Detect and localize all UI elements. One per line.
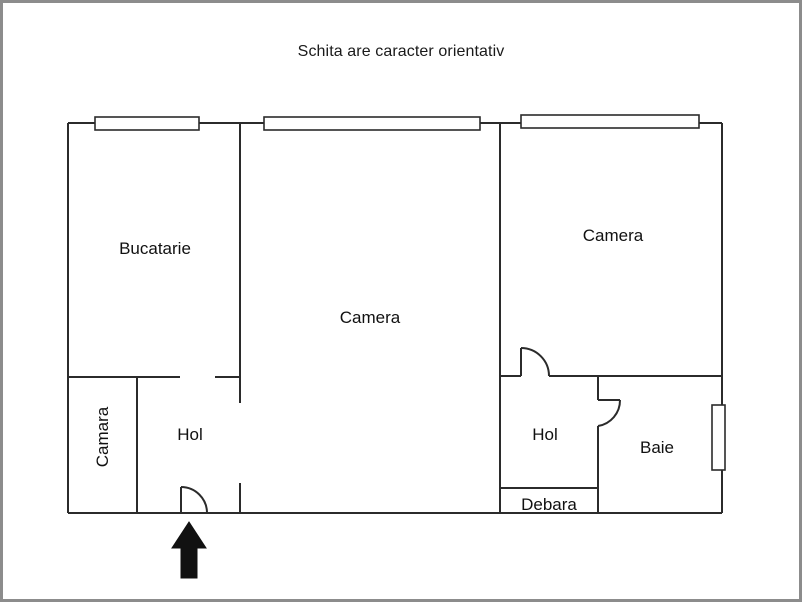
door-entrance-arc [180,486,208,514]
room-label-hol-dreapta: Hol [532,425,558,444]
entrance-arrow-glyph [171,521,207,579]
room-label-bucatarie: Bucatarie [119,239,191,258]
window-baie [711,404,726,471]
window-camera-mijloc [263,116,481,131]
wall-group-interior [68,123,722,513]
room-label-camera-mijloc: Camera [339,308,401,327]
entrance-arrow [171,521,207,579]
window-group [94,114,726,471]
room-label-hol-stanga: Hol [177,425,203,444]
page-title: Schita are caracter orientativ [297,43,505,60]
window-camera-dreapta [520,114,700,129]
room-label-camera-dreapta: Camera [582,226,644,245]
door-group [180,347,622,514]
window-bucatarie [94,116,200,131]
door-hol-dreapta-arc [520,347,550,377]
room-label-baie: Baie [639,438,675,457]
door-baie-arc [597,399,622,427]
room-label-debara: Debara [521,495,577,514]
room-label-camara: Camara [93,406,112,468]
